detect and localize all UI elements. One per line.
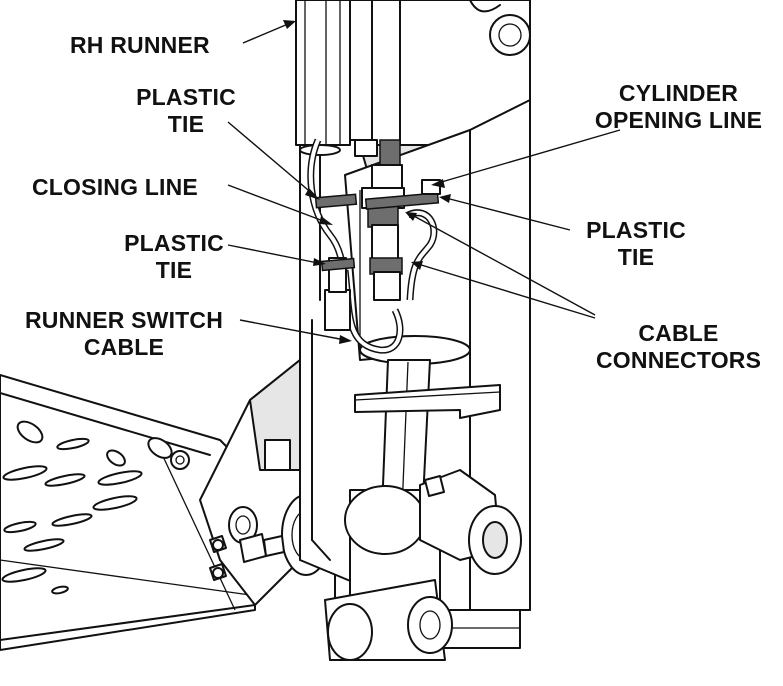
label-plastic-tie-top-left: PLASTIC TIE — [126, 84, 246, 138]
label-plastic-tie-top-left-line1: PLASTIC — [136, 84, 236, 110]
label-plastic-tie-top-left-line2: TIE — [167, 111, 205, 137]
label-runner-switch-cable-line1: RUNNER SWITCH — [24, 307, 224, 333]
label-rh-runner: RH RUNNER — [70, 32, 210, 59]
label-cable-connectors-line2: CONNECTORS — [596, 347, 762, 373]
label-closing-line-text: CLOSING LINE — [32, 174, 198, 200]
label-plastic-tie-mid-left-line2: TIE — [155, 257, 193, 283]
label-plastic-tie-mid-left: PLASTIC TIE — [114, 230, 234, 284]
label-runner-switch-cable-line2: CABLE — [83, 334, 165, 360]
label-rh-runner-text: RH RUNNER — [70, 32, 210, 58]
leader-lines — [227, 20, 621, 344]
label-runner-switch-cable: RUNNER SWITCH CABLE — [8, 307, 240, 361]
label-plastic-tie-right-line2: TIE — [617, 244, 655, 270]
mid-bracket — [354, 384, 501, 419]
label-plastic-tie-mid-left-line1: PLASTIC — [124, 230, 224, 256]
label-cable-connectors-line1: CABLE — [638, 320, 719, 346]
label-cylinder-opening-line-line1: CYLINDER — [618, 80, 739, 106]
label-plastic-tie-right: PLASTIC TIE — [576, 217, 696, 271]
deck-plate — [0, 374, 256, 651]
label-closing-line: CLOSING LINE — [32, 174, 198, 201]
clevis — [324, 469, 522, 661]
hoses-and-cables — [307, 138, 441, 354]
label-plastic-tie-right-line1: PLASTIC — [586, 217, 686, 243]
rh-runner-rails — [295, 0, 401, 161]
label-cylinder-opening-line: CYLINDER OPENING LINE — [586, 80, 771, 134]
label-cylinder-opening-line-line2: OPENING LINE — [594, 107, 763, 133]
label-cable-connectors: CABLE CONNECTORS — [596, 320, 761, 374]
